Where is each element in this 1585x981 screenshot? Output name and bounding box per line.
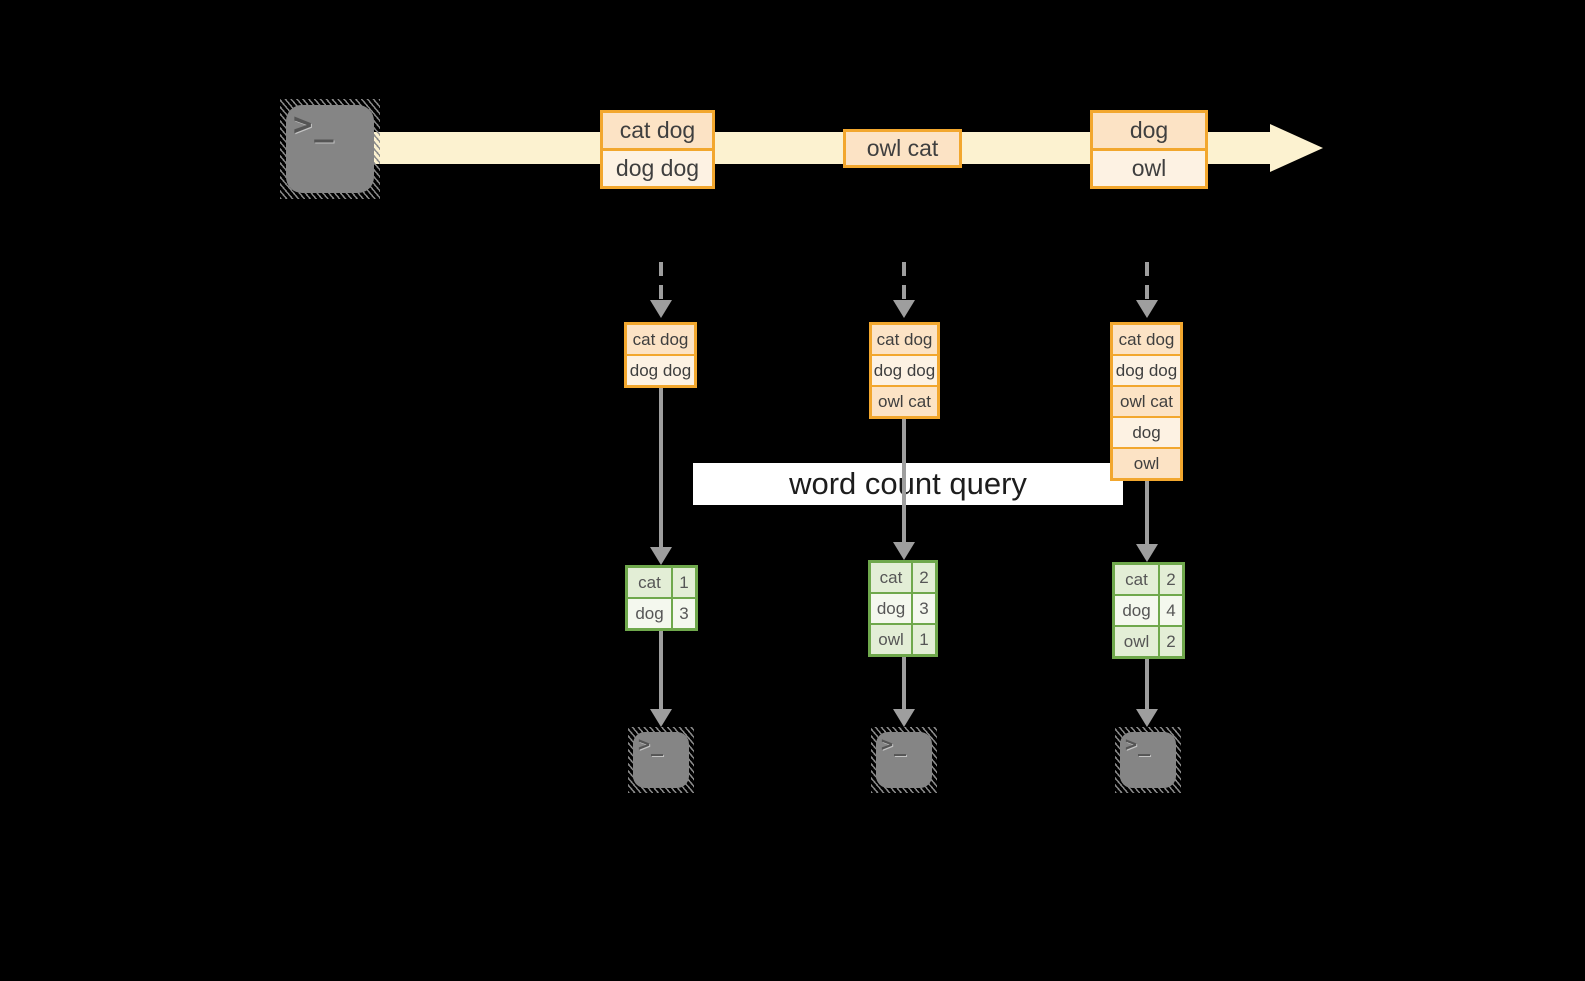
result-table-t3: cat 2 dog 4 owl 2 — [1112, 562, 1185, 659]
result-word: dog — [628, 599, 671, 628]
input-row: owl cat — [1113, 387, 1180, 418]
arrow-head-icon — [1136, 300, 1158, 318]
terminal-body — [286, 105, 374, 193]
terminal-prompt-icon: >_ — [293, 105, 336, 143]
arrow-head-icon — [893, 542, 915, 560]
stream-arrow-head-icon — [1270, 124, 1323, 172]
result-count: 3 — [671, 599, 695, 628]
stream-batch-3: dog owl — [1090, 110, 1208, 189]
result-row: cat 2 — [871, 563, 935, 594]
stream-batch-1: cat dog dog dog — [600, 110, 715, 189]
result-row: cat 1 — [628, 568, 695, 599]
sink-terminal-icon-2: >_ — [871, 727, 937, 793]
result-row: dog 3 — [628, 599, 695, 628]
input-row: dog dog — [627, 356, 694, 385]
input-table-t2: cat dog dog dog owl cat — [869, 322, 940, 419]
arrow-head-icon — [893, 709, 915, 727]
result-word: cat — [628, 568, 671, 597]
stream-batch-row: owl cat — [846, 132, 959, 165]
result-table-t2: cat 2 dog 3 owl 1 — [868, 560, 938, 657]
source-terminal-icon: >_ — [280, 99, 380, 199]
sink-terminal-icon-3: >_ — [1115, 727, 1181, 793]
result-word: dog — [1115, 596, 1158, 625]
arrow-head-icon — [650, 547, 672, 565]
result-table-t1: cat 1 dog 3 — [625, 565, 698, 631]
result-word: owl — [871, 625, 911, 654]
terminal-prompt-icon: >_ — [638, 732, 665, 756]
input-row: cat dog — [1113, 325, 1180, 356]
query-arrow-3 — [1145, 479, 1149, 544]
result-count: 1 — [911, 625, 935, 654]
result-row: dog 4 — [1115, 596, 1182, 627]
sink-arrow-1 — [659, 629, 663, 709]
input-row: cat dog — [627, 325, 694, 356]
stream-batch-row: dog dog — [603, 151, 712, 186]
result-word: owl — [1115, 627, 1158, 656]
result-count: 3 — [911, 594, 935, 623]
stream-batch-row: dog — [1093, 113, 1205, 151]
arrow-head-icon — [1136, 709, 1158, 727]
stream-batch-row: cat dog — [603, 113, 712, 151]
terminal-prompt-icon: >_ — [1125, 732, 1152, 756]
terminal-prompt-icon: >_ — [881, 732, 908, 756]
terminal-body — [633, 732, 689, 788]
arrow-head-icon — [650, 709, 672, 727]
input-row: dog dog — [1113, 356, 1180, 387]
sink-arrow-3 — [1145, 659, 1149, 709]
input-table-t1: cat dog dog dog — [624, 322, 697, 388]
result-count: 2 — [1158, 565, 1182, 594]
input-table-t3: cat dog dog dog owl cat dog owl — [1110, 322, 1183, 481]
arrow-head-icon — [650, 300, 672, 318]
input-row: dog dog — [872, 356, 937, 387]
input-row: owl — [1113, 449, 1180, 478]
input-row: cat dog — [872, 325, 937, 356]
result-word: cat — [871, 563, 911, 592]
query-label: word count query — [693, 463, 1123, 505]
stream-batch-row: owl — [1093, 151, 1205, 186]
result-word: dog — [871, 594, 911, 623]
result-count: 2 — [1158, 627, 1182, 656]
arrow-head-icon — [1136, 544, 1158, 562]
result-row: owl 1 — [871, 625, 935, 654]
trigger-dashed-arrow-3 — [1145, 262, 1149, 300]
result-row: dog 3 — [871, 594, 935, 625]
query-arrow-2 — [902, 419, 906, 542]
trigger-dashed-arrow-2 — [902, 262, 906, 300]
result-row: owl 2 — [1115, 627, 1182, 656]
terminal-body — [1120, 732, 1176, 788]
sink-terminal-icon-1: >_ — [628, 727, 694, 793]
stream-batch-2: owl cat — [843, 129, 962, 168]
result-row: cat 2 — [1115, 565, 1182, 596]
result-count: 1 — [671, 568, 695, 597]
trigger-dashed-arrow-1 — [659, 262, 663, 300]
result-count: 4 — [1158, 596, 1182, 625]
input-row: dog — [1113, 418, 1180, 449]
result-count: 2 — [911, 563, 935, 592]
sink-arrow-2 — [902, 657, 906, 709]
result-word: cat — [1115, 565, 1158, 594]
arrow-head-icon — [893, 300, 915, 318]
terminal-body — [876, 732, 932, 788]
query-arrow-1 — [659, 388, 663, 547]
input-row: owl cat — [872, 387, 937, 416]
